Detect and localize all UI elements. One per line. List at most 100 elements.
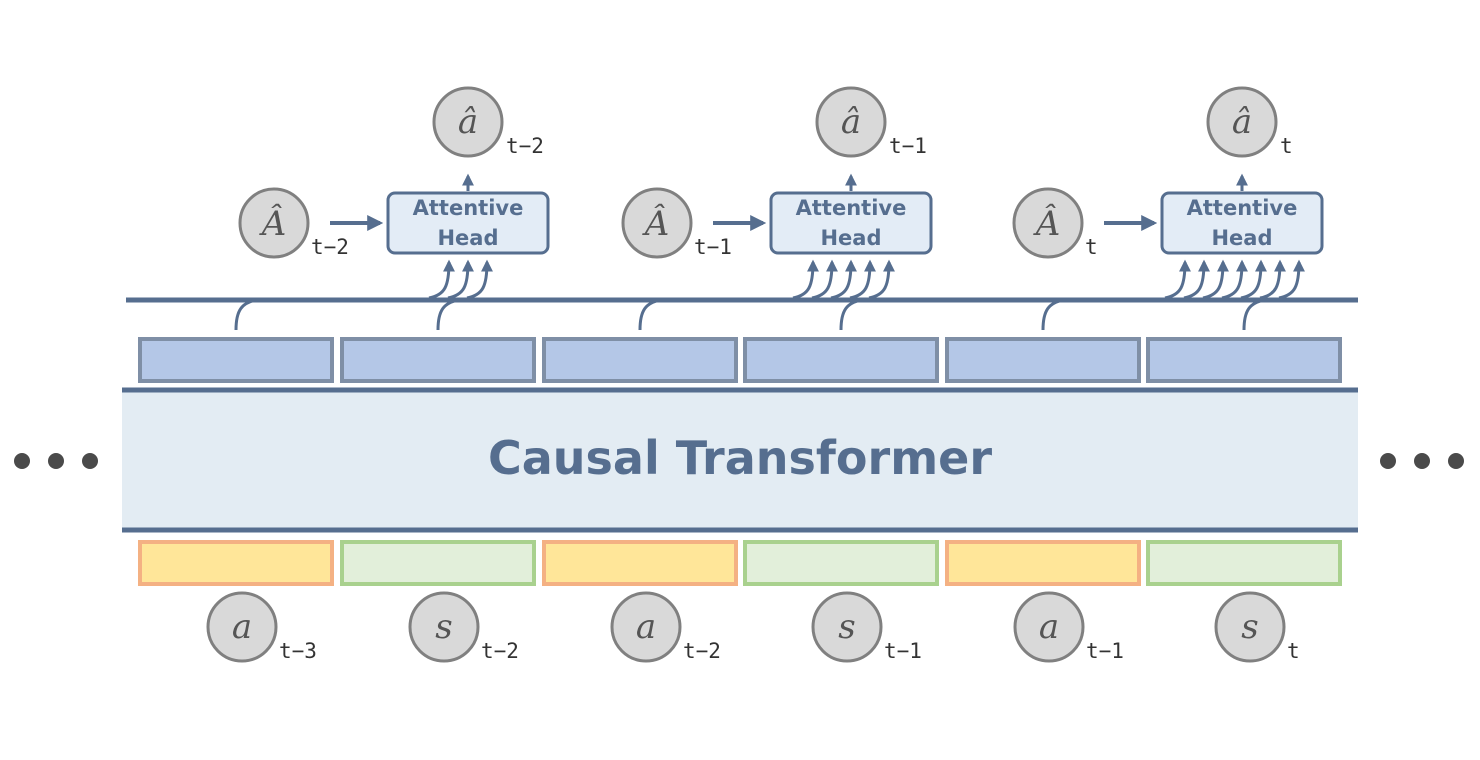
action-chunk-circle [238,187,310,259]
action-chunk-subscript: t−2 [311,235,349,259]
state-embedding-box [340,540,536,586]
action-embedding-box [138,540,334,586]
token-subscript: t−2 [481,639,519,663]
action-embedding-box [542,540,738,586]
causal-transformer-block: Causal Transformer [122,387,1358,533]
token-subscript: t−2 [683,639,721,663]
attention-arrow [1278,259,1305,300]
token-circle [1013,591,1085,663]
input-token-row: at−3st−2at−2st−1at−1st [206,591,1300,663]
output-embedding-box [945,337,1141,383]
bus-connector [1041,298,1064,331]
attention-arrow [868,259,895,300]
attentive-head-box [1160,191,1324,255]
attention-arrow [1221,259,1248,300]
action-chunk-symbol: Â [642,203,670,244]
token-subscript: t−1 [1086,639,1124,663]
attentive-head-label: Head [1211,226,1272,250]
output-token-subscript: t−1 [889,134,927,158]
output-token-circle [1206,86,1278,158]
attention-arrow [811,259,838,300]
token-subscript: t−1 [884,639,922,663]
output-token-subscript: t [1280,134,1293,158]
output-embedding-box [340,337,536,383]
attention-arrow [428,259,455,300]
svg-text:...: ... [1420,469,1422,471]
input-token: a t−1 [1013,591,1124,663]
output-embedding-box [1146,337,1342,383]
state-embedding-box [1146,540,1342,586]
action-chunk-symbol: Â [259,203,287,244]
token-symbol: s [838,607,855,647]
token-circle [408,591,480,663]
transformer-label: Causal Transformer [488,431,992,485]
bus-connector [1242,298,1265,331]
action-chunk-subscript: t [1085,235,1098,259]
attentive-head-label: Head [820,226,881,250]
token-symbol: s [1241,607,1258,647]
attentive-heads: AttentiveHeadât−2Ât−2AttentiveHeadât−1Ât… [238,86,1324,300]
output-token-circle [815,86,887,158]
attention-arrow [1259,259,1286,300]
action-chunk-subscript: t−1 [694,235,732,259]
attention-arrow [447,259,474,300]
output-token-symbol: â [458,102,478,142]
token-symbol: a [636,607,656,647]
attention-arrow [849,259,876,300]
input-token: st [1214,591,1300,663]
state-embedding-box [743,540,939,586]
attention-arrow [830,259,857,300]
bus-connector [436,298,459,331]
ellipsis-dot [1414,453,1430,469]
action-embedding-box [945,540,1141,586]
attention-arrow [1164,259,1191,300]
bus-connector [638,298,661,331]
ellipsis-dot [48,453,64,469]
left-ellipsis: ... [14,453,98,471]
token-circle [811,591,883,663]
token-circle [206,591,278,663]
attention-arrow [1240,259,1267,300]
output-token-circle [432,86,504,158]
token-circle [1214,591,1286,663]
token-subscript: t [1287,639,1300,663]
action-chunk-symbol: Â [1033,203,1061,244]
attentive-head-label: Attentive [413,196,524,220]
output-token-subscript: t−2 [506,134,544,158]
input-token: s t−1 [811,591,922,663]
input-token: a t−2 [610,591,721,663]
input-embeddings [138,540,1342,586]
bus-connector [839,298,862,331]
attentive-head-box [386,191,550,255]
attention-arrow [466,259,493,300]
token-circle [610,591,682,663]
output-embedding-box [138,337,334,383]
output-embeddings [138,337,1342,383]
output-token-symbol: â [1232,102,1252,142]
action-chunk-circle [1012,187,1084,259]
token-symbol: a [1039,607,1059,647]
token-subscript: t−3 [279,639,317,663]
output-token-symbol: â [841,102,861,142]
ellipsis-dot [1380,453,1396,469]
ellipsis-dot [1448,453,1464,469]
attention-arrow [792,259,819,300]
attentive-head-label: Head [437,226,498,250]
token-symbol: s [435,607,452,647]
bus-connector [234,298,257,331]
transformer-body [122,390,1358,530]
input-token: a t−3 [206,591,317,663]
token-symbol: a [232,607,252,647]
bus-connectors [234,298,1265,331]
svg-text:...: ... [55,469,57,471]
attention-arrow [1183,259,1210,300]
attentive-head-label: Attentive [1187,196,1298,220]
right-ellipsis: ... [1380,453,1464,471]
output-embedding-box [743,337,939,383]
ellipsis-dot [82,453,98,469]
attentive-head-box [769,191,933,255]
